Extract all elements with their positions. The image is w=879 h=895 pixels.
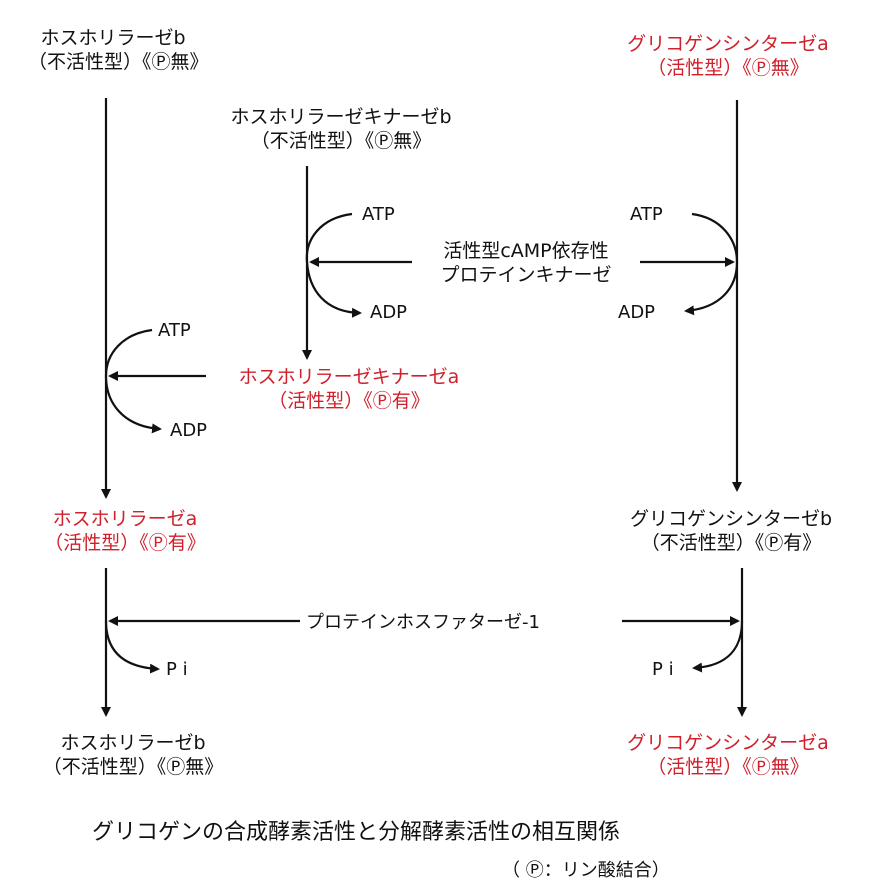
node-synthase-a-bottom: グリコゲンシンターゼa （活性型）《Ⓟ無》 bbox=[598, 732, 858, 780]
pi-label-phosphorylase: P i bbox=[166, 659, 188, 680]
node-phosphorylase-a: ホスホリラーゼa （活性型）《Ⓟ有》 bbox=[25, 508, 225, 556]
node-label-line2: （活性型）《Ⓟ有》 bbox=[44, 531, 206, 554]
node-label-line1: ホスホリラーゼキナーゼa bbox=[238, 366, 460, 388]
node-label-line1: ホスホリラーゼa bbox=[52, 508, 198, 530]
adp-label-phosphorylase: ADP bbox=[170, 420, 208, 441]
figure-caption: グリコゲンの合成酵素活性と分解酵素活性の相互関係 bbox=[92, 820, 621, 845]
atp-label-phosphorylase: ATP bbox=[158, 320, 191, 341]
enzyme-pka-label: 活性型cAMP依存性 プロテインキナーゼ bbox=[412, 240, 640, 288]
curve-atp-adp-synthase bbox=[684, 212, 739, 316]
curve-pi-synthase bbox=[692, 620, 744, 673]
curve-atp-adp-phosphorylase bbox=[104, 328, 162, 434]
adp-label-synthase: ADP bbox=[618, 302, 656, 323]
node-phosphorylase-b-bottom: ホスホリラーゼb （不活性型）《Ⓟ無》 bbox=[28, 732, 238, 780]
node-label-line2: （活性型）《Ⓟ有》 bbox=[268, 389, 430, 412]
enzyme-label-line1: 活性型cAMP依存性 bbox=[443, 240, 609, 262]
node-kinase-b: ホスホリラーゼキナーゼb （不活性型）《Ⓟ無》 bbox=[196, 106, 486, 154]
node-label-line2: （不活性型）《Ⓟ無》 bbox=[28, 50, 209, 73]
node-label-line1: グリコゲンシンターゼa bbox=[627, 33, 829, 55]
node-label-line1: ホスホリラーゼb bbox=[40, 27, 186, 49]
curve-pi-phosphorylase bbox=[104, 620, 160, 674]
adp-label-kinase: ADP bbox=[370, 302, 408, 323]
node-label-line1: ホスホリラーゼb bbox=[60, 732, 206, 754]
node-label-line2: （活性型）《Ⓟ無》 bbox=[647, 755, 809, 778]
node-synthase-a-top: グリコゲンシンターゼa （活性型）《Ⓟ無》 bbox=[598, 33, 858, 81]
node-label-line1: グリコゲンシンターゼa bbox=[627, 732, 829, 754]
node-kinase-a: ホスホリラーゼキナーゼa （活性型）《Ⓟ有》 bbox=[204, 366, 494, 414]
enzyme-pp1-label: プロテインホスファターゼ-1 bbox=[306, 612, 540, 633]
node-phosphorylase-b-top: ホスホリラーゼb （不活性型）《Ⓟ無》 bbox=[28, 27, 209, 75]
node-label-line1: グリコゲンシンターゼb bbox=[629, 508, 833, 530]
node-label-line2: （不活性型）《Ⓟ無》 bbox=[42, 755, 224, 778]
node-label-line2: （不活性型）《Ⓟ無》 bbox=[250, 129, 432, 152]
atp-label-kinase: ATP bbox=[362, 204, 395, 225]
node-label-line2: （活性型）《Ⓟ無》 bbox=[647, 56, 809, 79]
node-label-line1: ホスホリラーゼキナーゼb bbox=[230, 106, 452, 128]
figure-note: （ Ⓟ：リン酸結合） bbox=[502, 860, 670, 881]
enzyme-label-line2: プロテインキナーゼ bbox=[440, 263, 612, 286]
node-synthase-b: グリコゲンシンターゼb （不活性型）《Ⓟ有》 bbox=[596, 508, 866, 556]
pi-label-synthase: P i bbox=[652, 659, 674, 680]
atp-label-synthase: ATP bbox=[630, 204, 663, 225]
curve-atp-adp-kinase bbox=[305, 212, 362, 318]
node-label-line2: （不活性型）《Ⓟ有》 bbox=[640, 531, 822, 554]
